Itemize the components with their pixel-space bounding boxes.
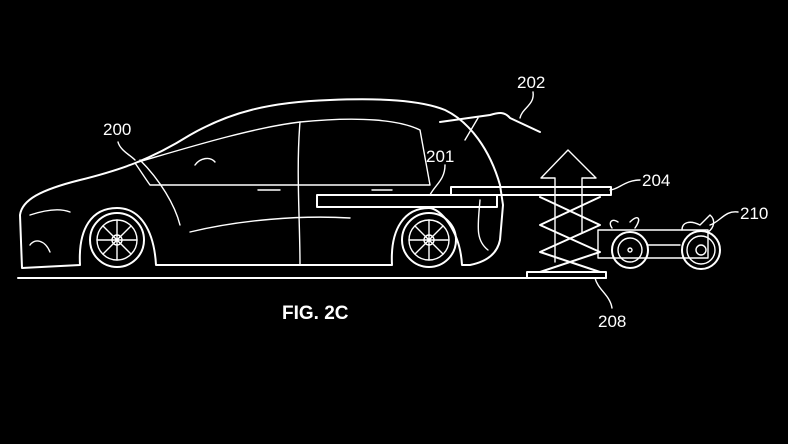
front-wheel (89, 212, 145, 268)
label-210: 210 (740, 204, 768, 223)
vehicle (19, 98, 504, 269)
scissor-lift (539, 196, 601, 273)
liftgate (439, 112, 541, 133)
figure-caption: FIG. 2C (282, 303, 349, 324)
leader-lines (117, 91, 739, 309)
up-arrow-icon (540, 149, 597, 263)
wheelchair (597, 214, 721, 270)
label-202: 202 (517, 73, 545, 92)
rear-wheel (401, 212, 457, 268)
base-platform (526, 271, 607, 279)
lift-platform (450, 186, 612, 196)
liftgate-strut (464, 117, 479, 141)
label-201: 201 (426, 147, 454, 166)
label-204: 204 (642, 171, 670, 190)
label-208: 208 (598, 312, 626, 331)
slide-out-tray (316, 194, 498, 208)
label-200: 200 (103, 120, 131, 139)
